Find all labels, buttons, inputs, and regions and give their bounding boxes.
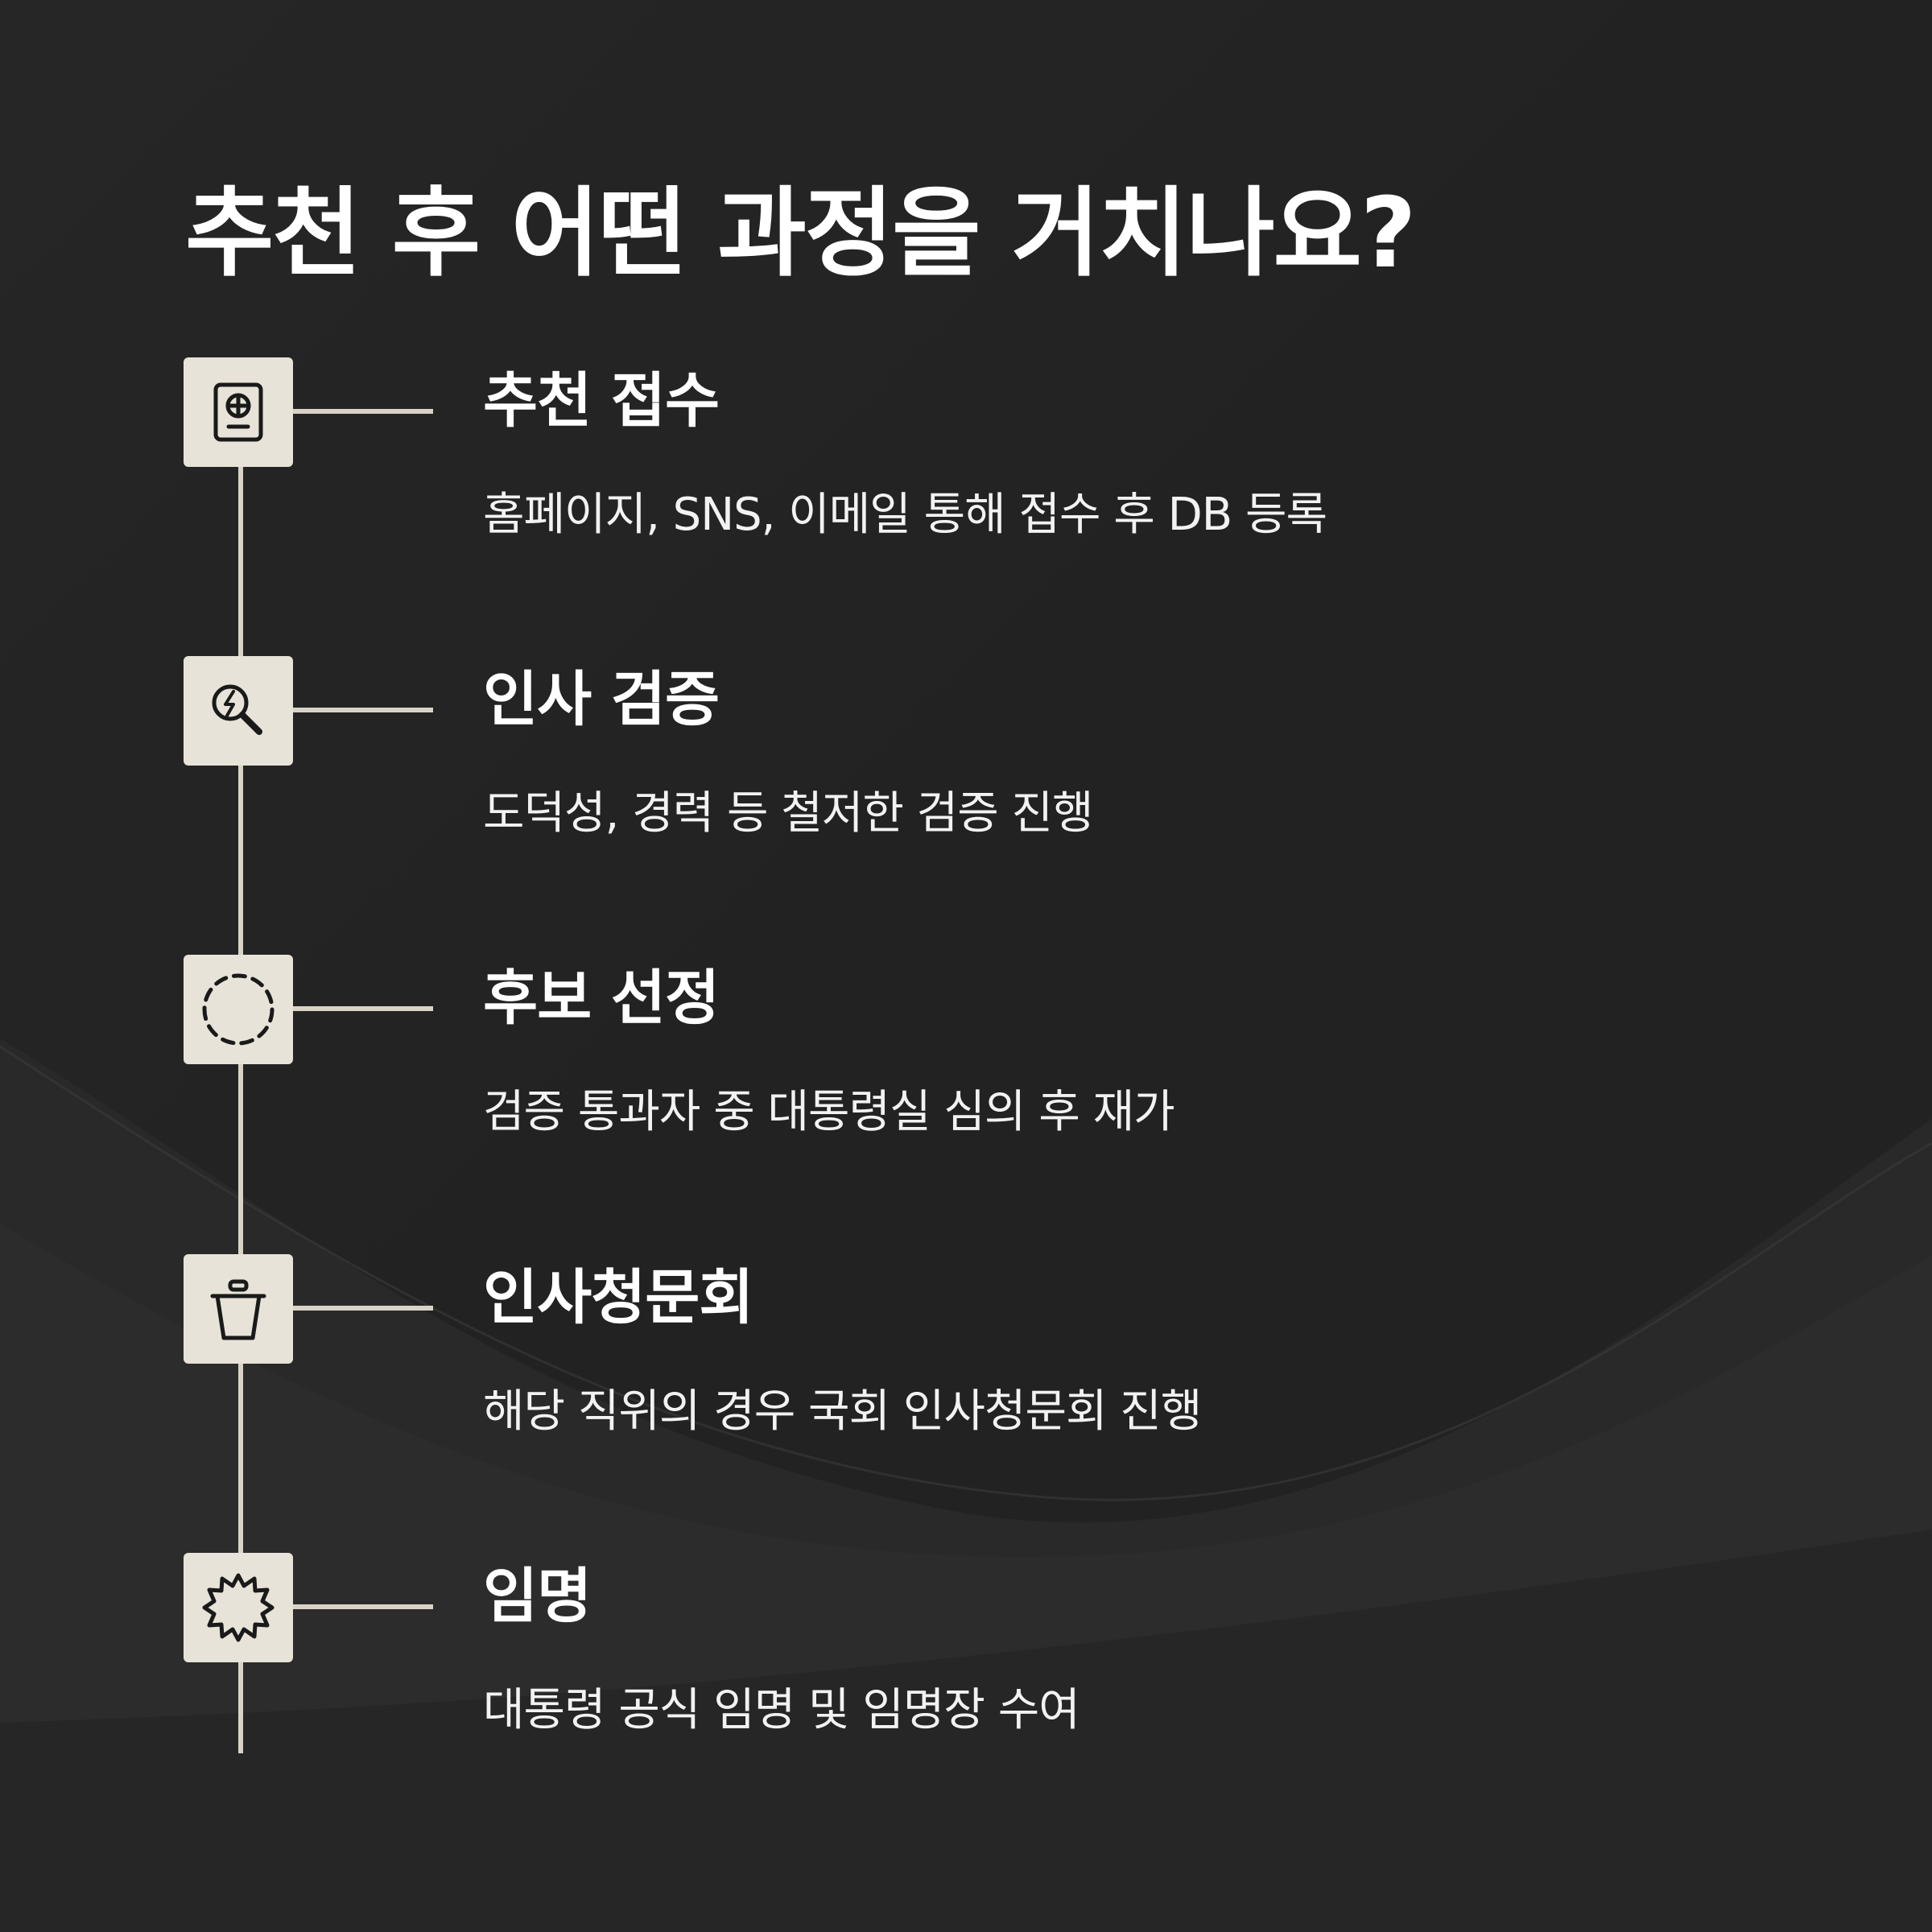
page-title: 추천 후 어떤 과정을 거치나요?	[185, 178, 1417, 290]
step-personnel-verification: 인사 검증 도덕성, 경력 등 철저한 검증 진행	[0, 656, 1932, 849]
step-title: 후보 선정	[483, 964, 720, 1033]
step-title: 임명	[483, 1562, 592, 1631]
badge-seal-icon	[184, 1553, 293, 1662]
step-recommendation-intake: 추천 접수 홈페이지, SNS, 이메일 통해 접수 후 DB 등록	[0, 357, 1932, 551]
dashed-circle-icon	[184, 955, 293, 1064]
step-description: 도덕성, 경력 등 철저한 검증 진행	[483, 787, 1094, 840]
step-description: 검증 통과자 중 대통령실 심의 후 재가	[483, 1086, 1175, 1138]
step-description: 대통령 공식 임명 및 임명장 수여	[483, 1684, 1080, 1736]
passport-globe-icon	[184, 357, 293, 467]
bucket-icon	[184, 1254, 293, 1364]
timeline-line	[238, 411, 243, 1753]
step-candidate-selection: 후보 선정 검증 통과자 중 대통령실 심의 후 재가	[0, 955, 1932, 1148]
step-title: 인사 검증	[483, 665, 720, 734]
step-description: 홈페이지, SNS, 이메일 통해 접수 후 DB 등록	[483, 489, 1327, 541]
connector-line	[293, 1306, 433, 1311]
connector-line	[293, 409, 433, 414]
connector-line	[293, 1006, 433, 1011]
step-confirmation-hearing: 인사청문회 해당 직위의 경우 국회 인사청문회 진행	[0, 1254, 1932, 1447]
step-title: 인사청문회	[483, 1263, 753, 1332]
step-description: 해당 직위의 경우 국회 인사청문회 진행	[483, 1385, 1202, 1438]
connector-line	[293, 1604, 433, 1609]
step-appointment: 임명 대통령 공식 임명 및 임명장 수여	[0, 1553, 1932, 1746]
step-title: 추천 접수	[483, 366, 720, 436]
search-lightning-icon	[184, 656, 293, 766]
connector-line	[293, 708, 433, 712]
